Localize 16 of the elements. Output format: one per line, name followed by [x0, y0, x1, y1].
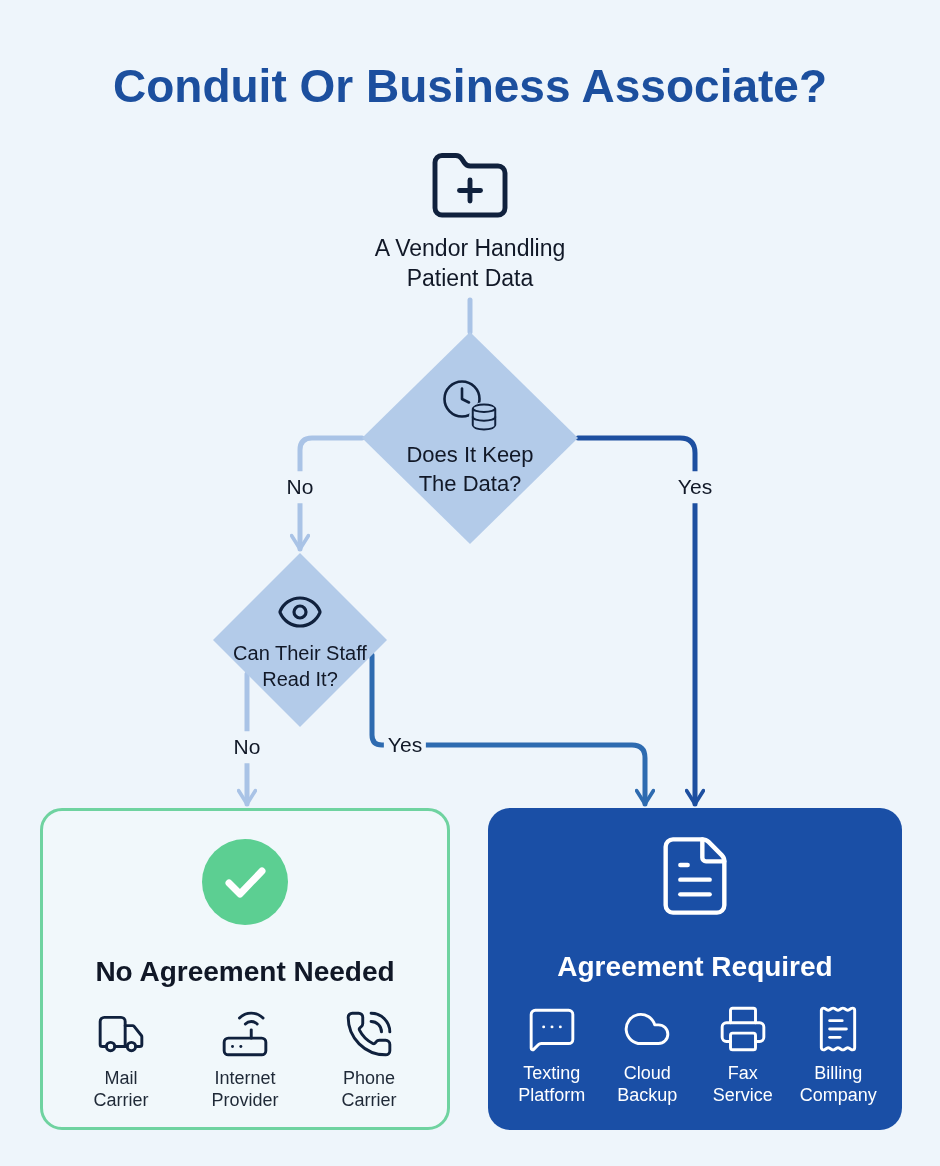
example-label: Cloud Backup [616, 1062, 679, 1106]
start-label: A Vendor Handling Patient Data [373, 234, 567, 293]
example-label: Billing Company [798, 1062, 878, 1106]
decision-question: Can Their Staff Read It? [232, 641, 368, 692]
example-label: Phone Carrier [340, 1067, 398, 1111]
outcome-card [40, 808, 450, 1130]
example-label: Fax Service [711, 1062, 774, 1106]
title: Conduit Or Business Associate? [112, 59, 828, 114]
example-label: Internet Provider [210, 1067, 280, 1111]
outcome-heading: Agreement Required [557, 950, 833, 984]
decision-question: Does It Keep The Data? [405, 441, 535, 498]
example-label: Mail Carrier [92, 1067, 150, 1111]
outcome-heading: No Agreement Needed [95, 955, 395, 989]
flow-arrow [575, 435, 706, 807]
outcome-card [488, 808, 902, 1130]
example-label: Texting Platform [517, 1062, 587, 1106]
